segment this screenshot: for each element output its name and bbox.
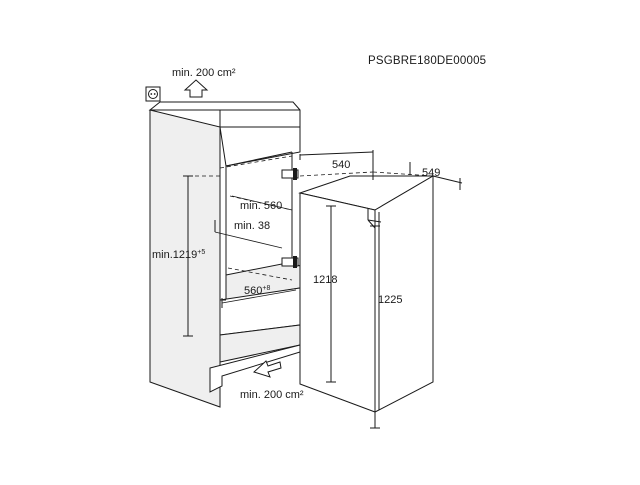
niche-height-label: min.1219+5 — [152, 249, 205, 261]
height-1225-label: 1225 — [378, 294, 402, 306]
gap-dimension — [214, 220, 283, 249]
product-code: PSGBRE180DE00005 — [368, 55, 486, 67]
depth-540-label: 540 — [332, 159, 350, 171]
min-gap-label: min. 38 — [234, 220, 270, 232]
door-hinge-icon — [281, 168, 299, 268]
depth-540-dimension — [299, 150, 374, 180]
bottom-vent-label: min. 200 cm² — [240, 389, 304, 401]
airflow-up-arrow-icon — [183, 79, 209, 98]
cabinet — [148, 101, 301, 408]
top-vent-label: min. 200 cm² — [172, 67, 236, 79]
width-549-label: 549 — [422, 167, 440, 179]
niche-height-dimension — [183, 175, 220, 337]
niche-depth-dimension — [231, 195, 293, 211]
niche-width-dimension — [221, 289, 297, 308]
height-1218-dimension — [326, 205, 336, 383]
airflow-in-arrow-icon — [253, 360, 282, 378]
min-depth-label: min. 560 — [240, 200, 282, 212]
power-socket-icon — [145, 86, 161, 102]
height-1218-label: 1218 — [313, 274, 337, 286]
height-1225-dimension — [370, 225, 380, 429]
width-549-dimension — [372, 162, 463, 190]
appliance — [298, 175, 435, 413]
niche-width-label: 560+8 — [244, 285, 270, 297]
